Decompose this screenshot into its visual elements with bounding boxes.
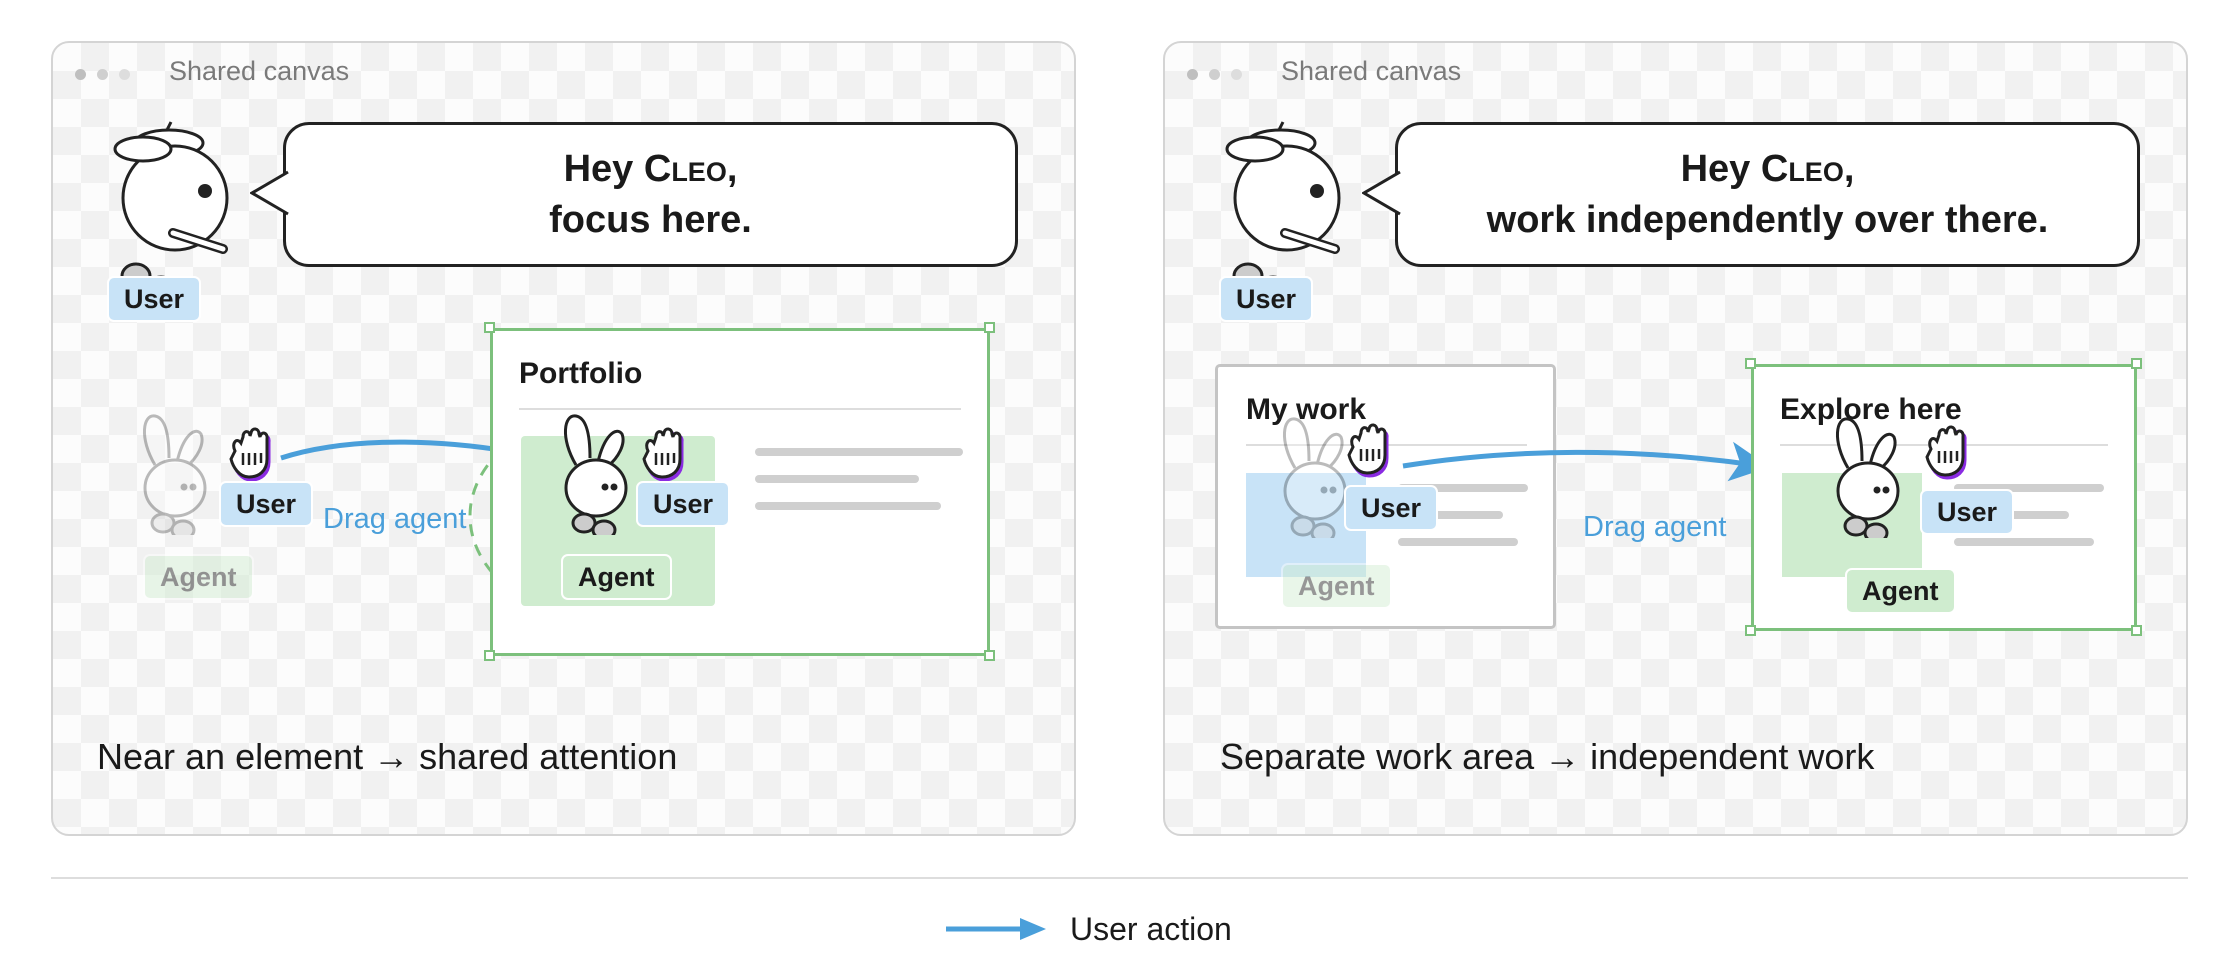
resize-handle[interactable] [984, 650, 995, 661]
text-line [1954, 484, 2104, 492]
agent-rabbit-icon [1282, 417, 1347, 538]
user-label: User [1219, 276, 1314, 322]
speech-tail [250, 170, 289, 216]
agent-label-original: Agent [143, 554, 254, 600]
resize-handle[interactable] [984, 322, 995, 333]
speech-line-1: Hey Cleo, [1680, 147, 1855, 190]
agent-rabbit-icon [1835, 417, 1900, 538]
my-work-title: My work [1246, 393, 1367, 426]
window-title: Shared canvas [169, 56, 350, 86]
resize-handle[interactable] [1745, 358, 1756, 369]
resize-handle[interactable] [1745, 625, 1756, 636]
portfolio-title: Portfolio [519, 357, 643, 390]
legend: User action [944, 904, 1232, 954]
canvas-panel-independent-work: Shared canvas User Hey Cleo, work indepe… [1163, 41, 2188, 836]
legend-label: User action [1070, 910, 1232, 947]
grab-hand-icon [642, 427, 682, 479]
speech-bubble: Hey Cleo, work independently over there. [1362, 122, 2140, 267]
text-line [1398, 538, 1518, 546]
drag-agent-label: Drag agent [1583, 511, 1727, 543]
text-line [755, 502, 941, 510]
resize-handle[interactable] [2131, 625, 2142, 636]
grab-hand-icon [1925, 425, 1965, 477]
explore-title: Explore here [1780, 393, 1962, 426]
panel-caption: Separate work area → independent work [1220, 736, 1875, 777]
canvas-panel-shared-attention: Shared canvas User Hey Cleo, focus here.… [51, 41, 1076, 836]
legend-divider [51, 877, 2188, 879]
speech-line-1: Hey Cleo, [563, 147, 738, 190]
speech-line-2: focus here. [549, 198, 752, 241]
cursor-user-label-dropped: User [636, 481, 731, 527]
window-controls[interactable] [75, 67, 141, 85]
resize-handle[interactable] [484, 650, 495, 661]
agent-label-dropped: Agent [1845, 568, 1956, 614]
cursor-user-label-dropped: User [1920, 489, 2015, 535]
resize-handle[interactable] [2131, 358, 2142, 369]
drag-agent-label: Drag agent [323, 503, 467, 535]
window-title: Shared canvas [1281, 56, 1462, 86]
blue-arrow-icon [946, 918, 1046, 940]
agent-label-dropped: Agent [561, 554, 672, 600]
agent-rabbit-icon [142, 414, 207, 535]
text-line [1398, 511, 1503, 519]
agent-rabbit-icon [563, 414, 628, 535]
speech-bubble: Hey Cleo, focus here. [250, 122, 1018, 267]
cursor-user-label-original: User [219, 481, 314, 527]
window-controls[interactable] [1187, 67, 1253, 85]
panel-caption: Near an element → shared attention [97, 736, 678, 777]
text-line [1398, 484, 1528, 492]
grab-hand-icon [229, 427, 269, 479]
text-line [755, 448, 963, 456]
text-line [755, 475, 919, 483]
grab-hand-icon [1347, 423, 1387, 475]
user-label: User [107, 276, 202, 322]
text-line [1954, 538, 2094, 546]
title-divider [519, 408, 961, 410]
drag-arrow [1402, 441, 1770, 482]
speech-line-2: work independently over there. [1486, 198, 2049, 241]
speech-tail [1362, 170, 1401, 216]
agent-label-original: Agent [1281, 563, 1392, 609]
cursor-user-label-original: User [1344, 485, 1439, 531]
resize-handle[interactable] [484, 322, 495, 333]
